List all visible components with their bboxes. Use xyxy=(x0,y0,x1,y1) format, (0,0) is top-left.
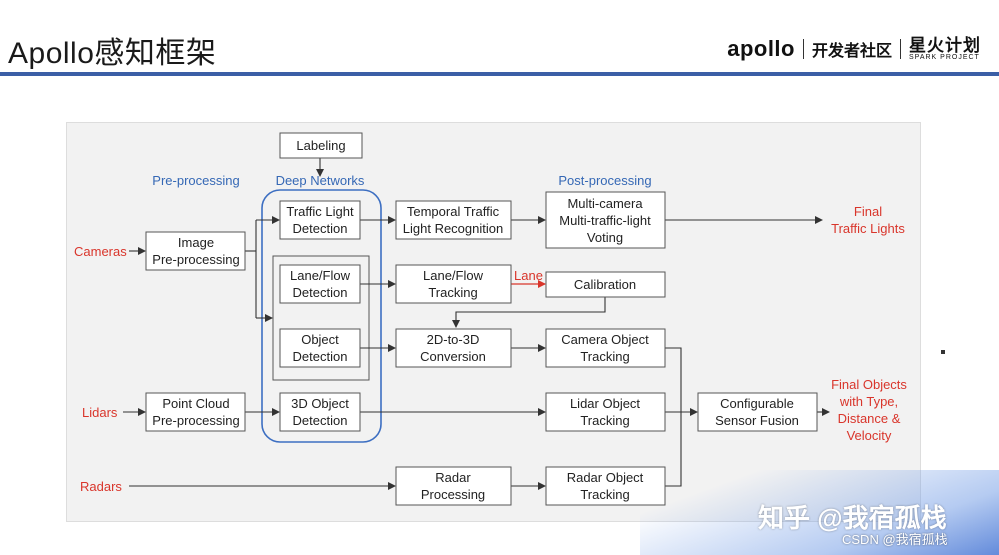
zhihu-watermark: 知乎 @我宿孤栈 xyxy=(758,503,947,533)
node-temporal-traffic-light xyxy=(395,200,512,240)
node-laneflow-detection xyxy=(279,264,361,304)
logo-divider xyxy=(802,39,804,59)
node-multicamera-voting xyxy=(545,191,666,249)
diagram-panel xyxy=(66,122,921,522)
input-radars: Radars xyxy=(80,479,122,494)
deep-networks-group xyxy=(261,189,382,443)
mouse-cursor-icon xyxy=(941,350,945,354)
logo-divider xyxy=(900,39,901,59)
node-laneflow-tracking xyxy=(395,264,512,304)
input-lidars: Lidars xyxy=(82,405,118,420)
node-radar-processing xyxy=(395,466,512,506)
label-labeling: Labeling xyxy=(296,138,345,153)
node-calibration xyxy=(545,271,666,298)
csdn-watermark: CSDN @我宿孤栈 xyxy=(842,532,948,547)
apollo-logo: apollo xyxy=(727,36,795,61)
node-sensor-fusion xyxy=(697,392,818,432)
node-lidar-object-tracking xyxy=(545,392,666,432)
edge-label-lane: Lane xyxy=(514,268,543,283)
node-labeling xyxy=(279,132,363,159)
node-pointcloud-preprocessing xyxy=(145,392,246,432)
node-image-preprocessing xyxy=(145,231,246,271)
corner-glow xyxy=(640,470,999,555)
stage-label-postprocessing: Post-processing xyxy=(558,173,651,188)
edge-calibration-2d3d xyxy=(452,296,606,328)
title-underline xyxy=(0,72,999,76)
spark-project-logo-en: SPARK PROJECT xyxy=(909,54,980,61)
node-3dobject-detection xyxy=(279,392,361,432)
spark-project-logo: 星火计划 SPARK PROJECT xyxy=(909,37,981,61)
header-logos: apollo 开发者社区 星火计划 SPARK PROJECT xyxy=(727,36,981,62)
node-traffic-light-detection xyxy=(279,200,361,240)
edge-camtrack-fusion xyxy=(665,347,682,412)
label-calibration: Calibration xyxy=(574,277,636,292)
camera-networks-subgroup xyxy=(272,255,370,381)
slide-title: Apollo感知框架 xyxy=(8,37,217,70)
node-camera-object-tracking xyxy=(545,328,666,368)
stage-label-deep-networks: Deep Networks xyxy=(276,173,365,188)
node-2d-to-3d-conversion xyxy=(395,328,512,368)
stage-label-preprocessing: Pre-processing xyxy=(152,173,239,188)
node-object-detection xyxy=(279,328,361,368)
input-cameras: Cameras xyxy=(74,244,127,259)
spark-project-logo-cn: 星火计划 xyxy=(909,36,981,55)
developer-community-logo: 开发者社区 xyxy=(811,43,892,60)
